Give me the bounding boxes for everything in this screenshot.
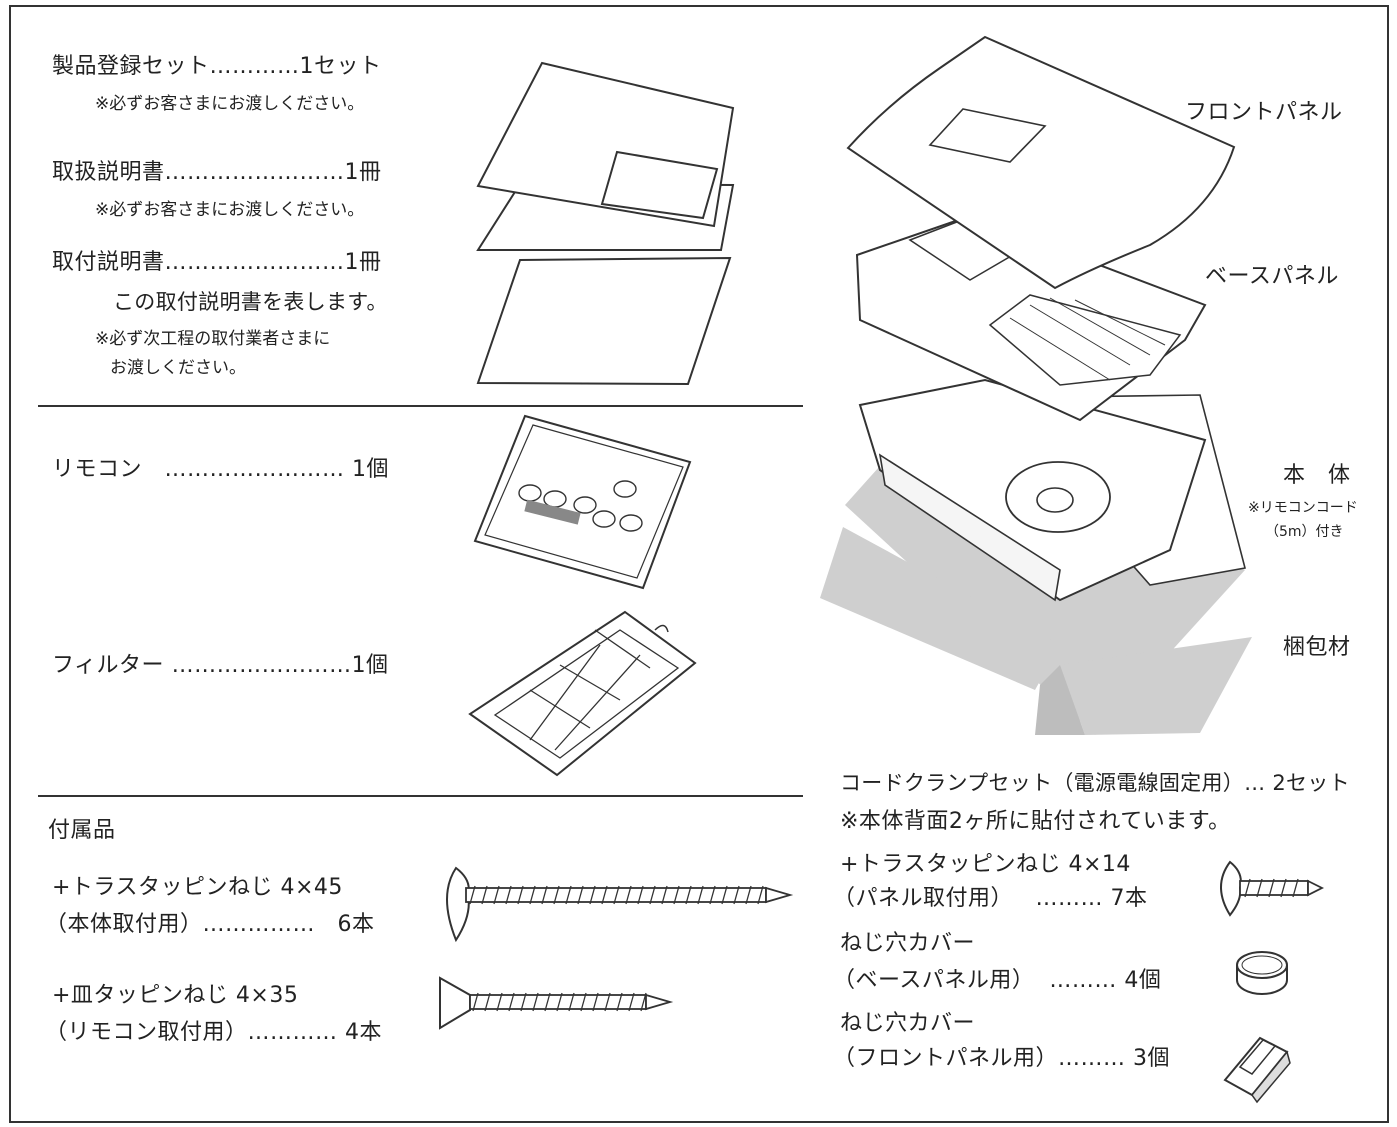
item-install-manual: 取付説明書……………………1冊 <box>52 250 382 275</box>
acc-screw-4x35-line1: +皿タッピンねじ 4×35 <box>52 983 299 1008</box>
acc-cover-base-line2: （ベースパネル用） ……… 4個 <box>833 968 1162 993</box>
acc-cover-front-line1: ねじ穴カバー <box>840 1011 976 1036</box>
acc-cover-front-line2: （フロントパネル用）……… 3個 <box>833 1046 1171 1071</box>
cord-clamp-set: コードクランプセット（電源電線固定用）… 2セット <box>840 771 1350 795</box>
acc-screw-4x45-line2: （本体取付用）…………… 6本 <box>45 912 375 937</box>
cord-clamp-note: ※本体背面2ヶ所に貼付されています。 <box>840 809 1231 834</box>
item-filter: フィルター ……………………1個 <box>52 653 389 678</box>
divider-2 <box>38 795 803 797</box>
acc-screw-4x45-line1: +トラスタッピンねじ 4×45 <box>52 875 343 900</box>
acc-screw-4x14-line1: +トラスタッピンねじ 4×14 <box>840 852 1131 877</box>
divider-1 <box>38 405 803 407</box>
label-base-panel: ベースパネル <box>1205 264 1339 289</box>
label-body: 本 体 <box>1283 463 1351 488</box>
acc-screw-4x35-line2: （リモコン取付用）………… 4本 <box>45 1020 383 1045</box>
item-user-manual: 取扱説明書……………………1冊 <box>52 160 382 185</box>
accessories-heading: 付属品 <box>48 818 116 843</box>
label-packing: 梱包材 <box>1283 635 1351 660</box>
label-body-note1: ※リモコンコード <box>1248 500 1358 516</box>
item-remocon: リモコン …………………… 1個 <box>52 457 389 482</box>
item-product-registration: 製品登録セット…………1セット <box>52 54 382 79</box>
note-user-manual: ※必ずお客さまにお渡しください。 <box>95 200 365 220</box>
acc-screw-4x14-line2: （パネル取付用） ……… 7本 <box>833 886 1148 911</box>
page-frame <box>9 5 1389 1123</box>
note-install-manual: この取付説明書を表します。 <box>113 290 388 314</box>
note-install-manual-2: ※必ず次工程の取付業者さまに <box>95 329 331 349</box>
label-body-note2: （5m）付き <box>1265 524 1344 540</box>
label-front-panel: フロントパネル <box>1185 100 1343 125</box>
note-install-manual-3: お渡しください。 <box>110 358 246 378</box>
acc-cover-base-line1: ねじ穴カバー <box>840 931 976 956</box>
note-product-registration: ※必ずお客さまにお渡しください。 <box>95 94 365 114</box>
